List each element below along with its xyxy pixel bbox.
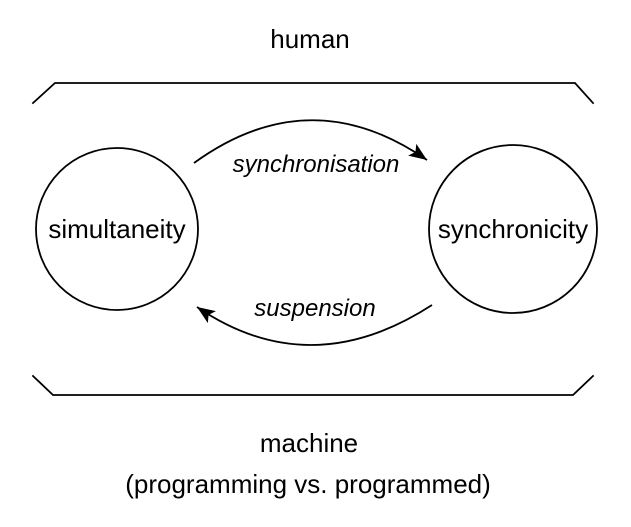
- top-brace: [31, 82, 595, 105]
- left-node-label: simultaneity: [48, 214, 185, 244]
- left-node-circle: [35, 147, 199, 311]
- right-node-label: synchronicity: [438, 214, 588, 244]
- synchronisation-arrow: [193, 119, 428, 164]
- machine-label: machine: [260, 428, 358, 458]
- suspension-label: suspension: [254, 295, 375, 322]
- synchronisation-label: synchronisation: [233, 151, 400, 178]
- right-node-circle: [428, 144, 598, 314]
- bottom-brace: [31, 374, 595, 396]
- human-label: human: [270, 24, 350, 54]
- suspension-arrow: [196, 304, 433, 346]
- machine-sublabel: (programming vs. programmed): [125, 469, 491, 499]
